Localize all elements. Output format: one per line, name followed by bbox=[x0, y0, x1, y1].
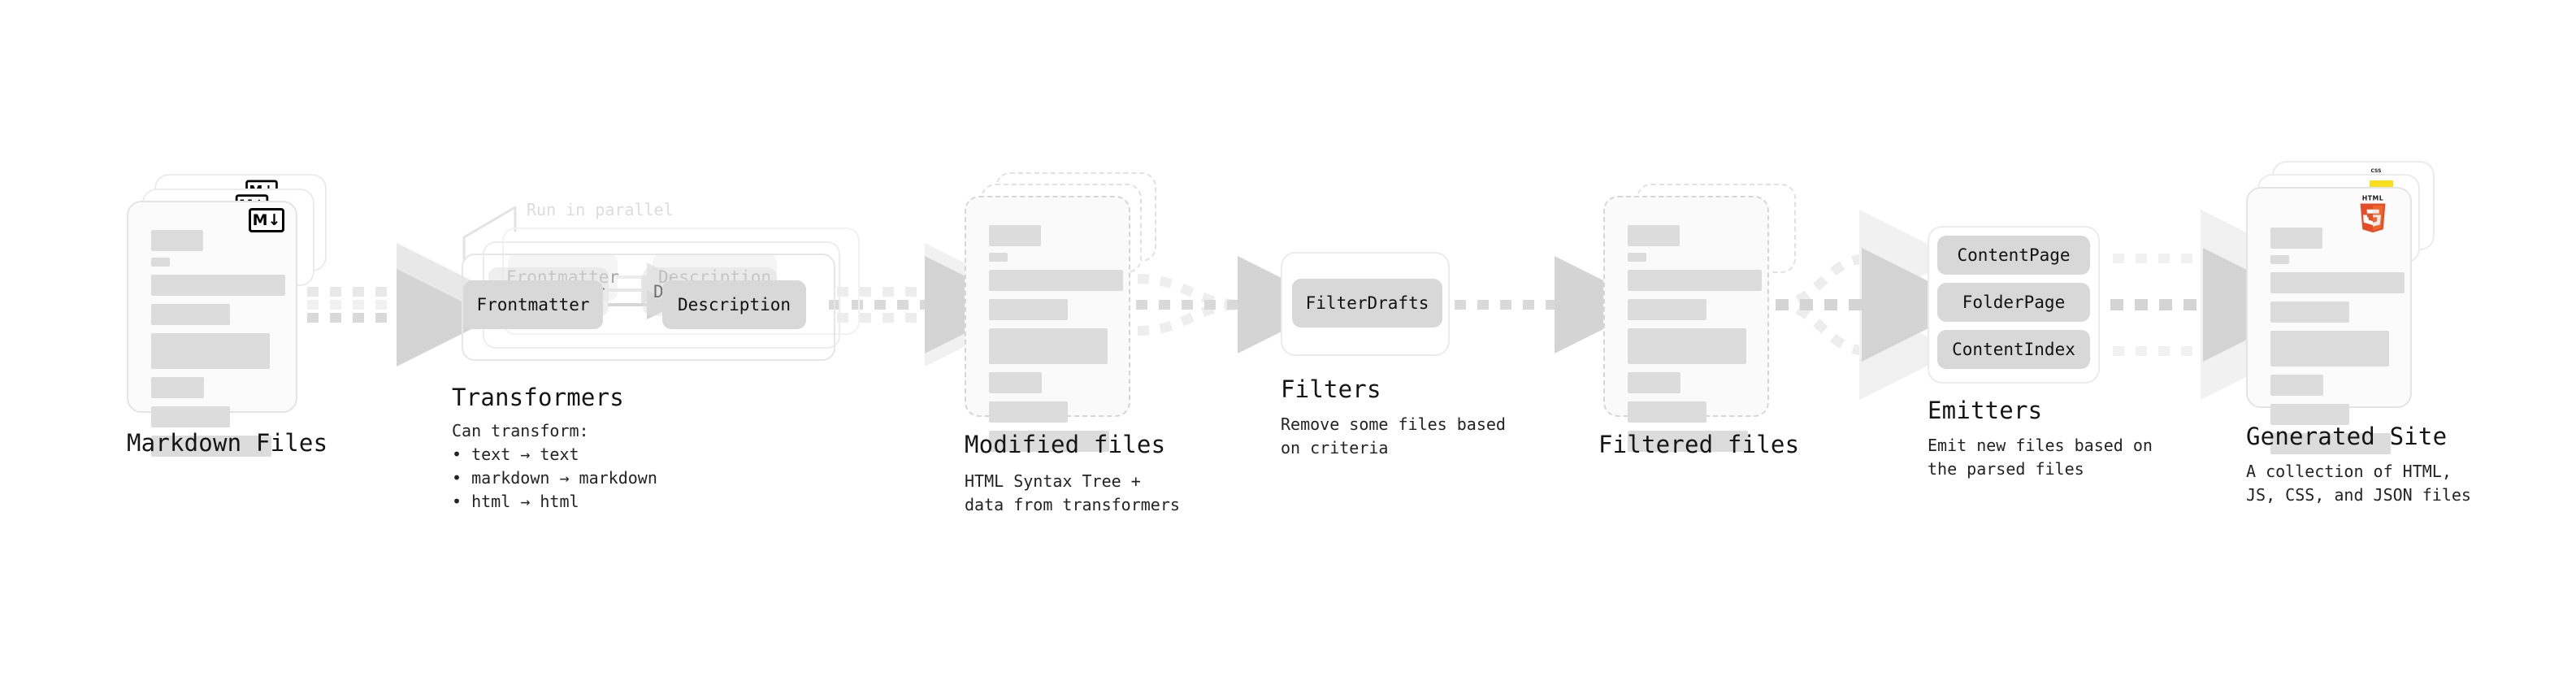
content-bar bbox=[2270, 375, 2323, 396]
content-bar bbox=[989, 225, 1041, 246]
content-bar bbox=[2270, 301, 2349, 323]
transformer-node-description[interactable]: Description bbox=[662, 280, 806, 329]
content-bar bbox=[2270, 433, 2391, 454]
emitter-node-contentindex[interactable]: ContentIndex bbox=[1937, 330, 2090, 369]
stage-subtitle-modified-files: HTML Syntax Tree + data from transformer… bbox=[965, 471, 1180, 514]
content-bar bbox=[2270, 272, 2405, 293]
content-bar bbox=[1628, 431, 1748, 452]
stage-title-generated-site: Generated Site bbox=[2246, 423, 2448, 450]
arrow-markdown-to-transformers bbox=[307, 243, 494, 367]
arrow-modified-to-filters bbox=[1136, 256, 1335, 354]
transformer-group-front bbox=[462, 254, 835, 361]
content-bar bbox=[151, 436, 271, 457]
content-bar bbox=[989, 253, 1008, 262]
stage-title-emitters: Emitters bbox=[1928, 397, 2043, 424]
arrow-filtered-to-emitters bbox=[1775, 210, 1975, 400]
content-bar bbox=[989, 431, 1109, 452]
filtered-card-front bbox=[1603, 196, 1769, 452]
stage-subtitle-emitters: Emit new files based on the parsed files bbox=[1928, 436, 2153, 479]
site-card-front bbox=[2246, 187, 2412, 454]
content-bar bbox=[1628, 401, 1706, 423]
content-bar bbox=[151, 406, 230, 427]
stage-title-markdown-files: Markdown Files bbox=[127, 429, 328, 457]
emitter-node-contentpage[interactable]: ContentPage bbox=[1937, 236, 2090, 275]
stage-subtitle-filters: Remove some files based on criteria bbox=[1281, 414, 1506, 458]
svg-text:HTML: HTML bbox=[2362, 195, 2384, 202]
modified-card-content bbox=[989, 225, 1123, 458]
markdown-card-content bbox=[151, 230, 285, 463]
run-in-parallel-label: Run in parallel bbox=[527, 200, 674, 219]
content-bar bbox=[989, 401, 1068, 423]
content-bar bbox=[989, 270, 1123, 291]
content-bar bbox=[989, 299, 1068, 320]
content-bar bbox=[2270, 404, 2349, 425]
filtered-card-content bbox=[1628, 225, 1762, 458]
stage-title-filters: Filters bbox=[1281, 375, 1381, 403]
svg-text:CSS: CSS bbox=[2371, 168, 2382, 174]
content-bar bbox=[151, 304, 230, 325]
site-card-content bbox=[2270, 228, 2405, 461]
content-bar bbox=[989, 328, 1108, 364]
content-bar bbox=[1628, 372, 1680, 393]
modified-card-front bbox=[965, 196, 1130, 452]
markdown-card-front bbox=[127, 201, 297, 457]
content-bar bbox=[989, 372, 1042, 393]
content-bar bbox=[151, 275, 285, 296]
content-bar bbox=[1628, 328, 1746, 364]
stage-title-filtered-files: Filtered files bbox=[1598, 431, 1800, 458]
stage-subtitle-transformers: Can transform: • text → text • markdown … bbox=[452, 421, 657, 511]
content-bar bbox=[2270, 255, 2289, 264]
content-bar bbox=[1628, 253, 1646, 262]
content-bar bbox=[1628, 299, 1706, 320]
stage-title-modified-files: Modified files bbox=[965, 431, 1166, 458]
transformer-node-frontmatter[interactable]: Frontmatter bbox=[463, 280, 603, 329]
content-bar bbox=[151, 377, 204, 398]
stage-title-transformers: Transformers bbox=[452, 384, 624, 411]
content-bar bbox=[2270, 331, 2389, 367]
html5-badge-icon: HTML bbox=[2360, 195, 2386, 233]
arrow-emitters-to-site bbox=[2110, 210, 2317, 400]
content-bar bbox=[1628, 225, 1680, 246]
markdown-badge-icon: M↓ bbox=[249, 208, 284, 232]
filter-node-filterdrafts[interactable]: FilterDrafts bbox=[1292, 279, 1442, 327]
emitter-node-folderpage[interactable]: FolderPage bbox=[1937, 283, 2090, 322]
content-bar bbox=[1628, 270, 1762, 291]
content-bar bbox=[151, 230, 203, 251]
stage-subtitle-generated-site: A collection of HTML, JS, CSS, and JSON … bbox=[2246, 462, 2471, 505]
content-bar bbox=[2270, 228, 2322, 249]
content-bar bbox=[151, 258, 170, 267]
content-bar bbox=[151, 333, 270, 369]
